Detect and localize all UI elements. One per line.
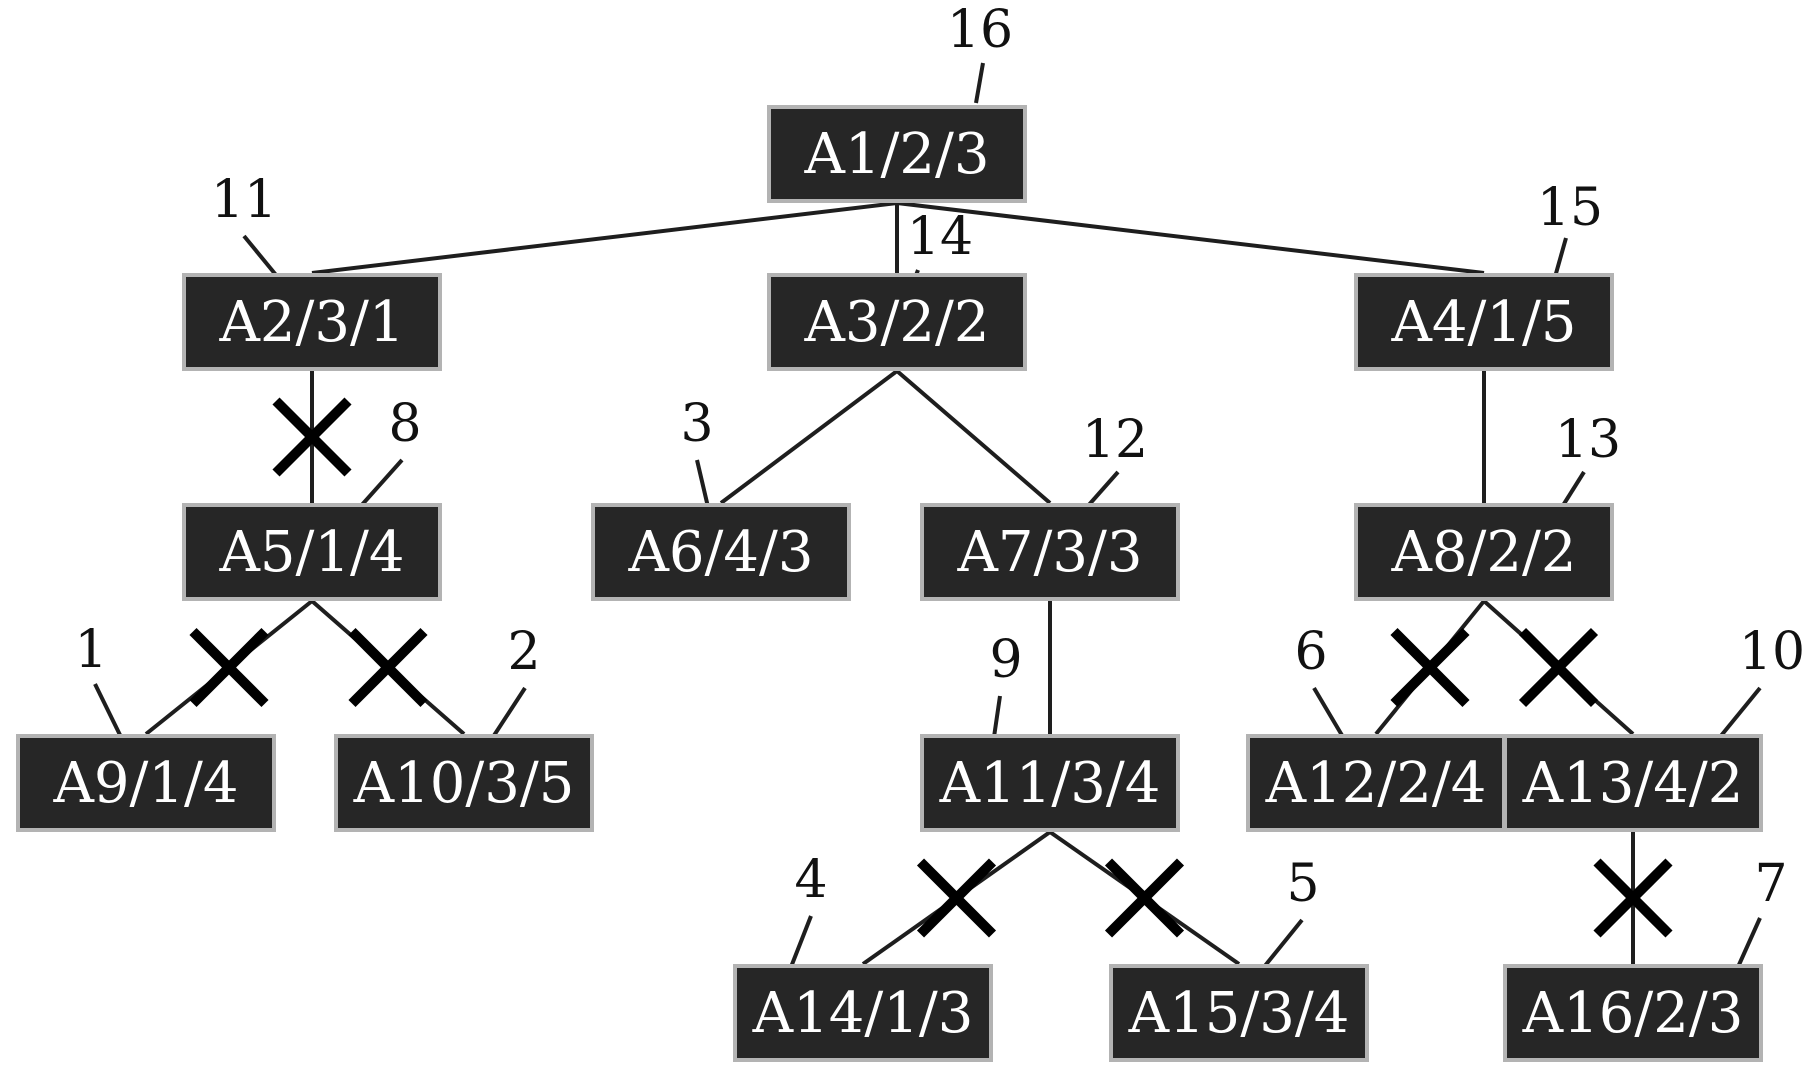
node-a13: A13/4/2 [1503,734,1763,832]
leader-line-a8 [1560,470,1586,509]
node-a12: A12/2/4 [1246,734,1506,832]
leader-line-a11 [992,695,1002,738]
order-label-a16: 7 [1754,854,1788,914]
cut-mark-icon [916,858,997,938]
node-a11: A11/3/4 [920,734,1180,832]
leader-line-a5 [358,458,404,509]
order-label-a14: 4 [794,850,828,910]
order-label-a9: 1 [74,620,108,680]
leader-line-a4 [1553,237,1568,278]
leader-line-a2 [242,234,278,277]
leader-line-a13 [1718,686,1762,739]
order-label-a4: 15 [1536,178,1604,238]
node-a1: A1/2/3 [767,105,1027,203]
order-label-a5: 8 [388,394,422,454]
cut-mark-icon [1593,858,1673,938]
leader-line-a7 [1085,470,1120,509]
node-a7: A7/3/3 [920,503,1180,601]
cut-mark-icon [272,397,352,477]
order-label-a8: 13 [1554,410,1622,470]
node-a6: A6/4/3 [591,503,851,601]
order-label-a6: 3 [680,394,714,454]
edge-a1-a4 [896,201,1485,275]
leader-line-a15 [1262,918,1304,969]
cut-mark-icon [1390,627,1470,708]
node-a14: A14/1/3 [733,964,993,1062]
cut-mark-icon [1518,627,1599,708]
cut-mark-layer [189,397,1673,938]
leader-line-a1 [974,62,985,104]
order-label-a7: 12 [1081,410,1149,470]
cut-mark-icon [348,627,428,708]
node-a10: A10/3/5 [334,734,594,832]
leader-line-a12 [1312,686,1345,739]
node-a15: A15/3/4 [1109,964,1369,1062]
order-label-a15: 5 [1286,854,1320,914]
order-label-a10: 2 [507,622,541,682]
order-label-a2: 11 [210,170,278,230]
node-a16: A16/2/3 [1503,964,1763,1062]
order-label-a1: 16 [946,0,1014,60]
leader-line-a14 [789,915,813,968]
node-a2: A2/3/1 [182,273,442,371]
node-a8: A8/2/2 [1354,503,1614,601]
leader-line-a16 [1736,917,1762,968]
label-leader-layer [93,62,1762,969]
edge-a3-a6 [719,369,899,505]
node-a4: A4/1/5 [1354,273,1614,371]
node-a5: A5/1/4 [182,503,442,601]
edge-a1-a2 [311,201,898,275]
cut-mark-icon [189,627,269,708]
edge-a3-a7 [895,369,1052,505]
order-label-a12: 6 [1294,622,1328,682]
leader-line-a6 [695,459,710,508]
order-label-a13: 10 [1738,622,1806,682]
node-a9: A9/1/4 [16,734,276,832]
order-label-a3: 14 [906,207,974,267]
leader-line-a10 [491,686,527,739]
node-a3: A3/2/2 [767,273,1027,371]
order-label-a11: 9 [989,630,1023,690]
cut-mark-icon [1104,858,1185,938]
leader-line-a9 [93,683,123,738]
